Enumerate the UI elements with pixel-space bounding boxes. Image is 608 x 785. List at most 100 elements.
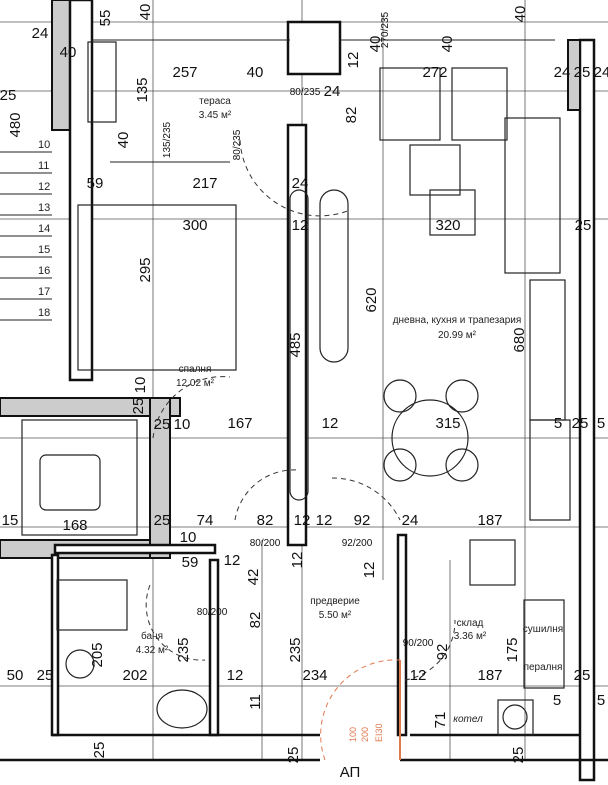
stove	[469, 539, 516, 586]
stair-step-number: 17	[38, 286, 50, 298]
bed	[77, 204, 237, 371]
dimension-label: 235	[175, 637, 192, 662]
dimension-label: 90/200	[403, 638, 434, 649]
dimension-label: 25	[285, 747, 302, 764]
dimension-label: 5	[554, 415, 562, 432]
room-name-bathroom: баня	[141, 630, 163, 642]
dimension-label: 40	[247, 64, 264, 81]
dimension-label: 25	[0, 87, 16, 104]
dimension-label: 92	[354, 512, 371, 529]
coffee-table	[409, 144, 461, 196]
stair-step-number: 10	[38, 139, 50, 151]
stair-step-number: 12	[38, 181, 50, 193]
dimension-label: 25	[572, 415, 589, 432]
boiler-label: котел	[453, 714, 483, 725]
dimension-label: 24	[554, 64, 571, 81]
dimension-label: 25	[37, 667, 54, 684]
dimension-label: 12	[410, 667, 427, 684]
dimension-label: 11	[247, 694, 264, 710]
dimension-label: 15	[2, 512, 19, 529]
room-name-bedroom: спалня	[179, 364, 212, 375]
dimension-label: 12	[345, 52, 362, 69]
dimension-label: 202	[122, 667, 147, 684]
dimension-label: 12	[316, 512, 333, 529]
door-width: 100	[348, 727, 358, 742]
dimension-label: 300	[182, 217, 207, 234]
furniture	[21, 67, 571, 761]
dimension-label: 315	[435, 415, 460, 432]
room-name-washer: пералня	[524, 662, 563, 673]
dimension-label: 620	[363, 287, 380, 312]
dimension-label: 12	[294, 512, 311, 529]
apartment-label: АП	[340, 764, 361, 781]
stair-step-number: 18	[38, 307, 50, 319]
dimension-label: 175	[504, 637, 521, 662]
dimension-label: 40	[367, 36, 384, 53]
dimension-label: 25	[154, 512, 171, 529]
dimension-label: 187	[477, 512, 502, 529]
dimension-label: 295	[137, 257, 154, 282]
dimension-label: 235	[287, 637, 304, 662]
stair-step-number: 14	[38, 223, 50, 235]
dimension-label: 24	[402, 512, 419, 529]
dimension-label: 55	[97, 10, 114, 27]
dimension-label: 40	[512, 6, 529, 23]
dimension-label: 12	[227, 667, 244, 684]
room-labels: тераса 3.45 м² спалня 12.02 м² дневна, к…	[136, 96, 563, 781]
dimension-label: 680	[511, 327, 528, 352]
room-area-terrace: 3.45 м²	[199, 110, 232, 121]
dimension-label: 82	[247, 612, 264, 629]
armchair	[451, 67, 508, 141]
door-rating: EI30	[374, 723, 384, 742]
dimension-label: 80/200	[197, 607, 228, 618]
entrance-door-spec: 100 200 EI30	[348, 723, 384, 742]
dimension-label: 485	[287, 332, 304, 357]
room-area-hallway: 5.50 м²	[319, 610, 352, 621]
dimension-label: 25	[574, 64, 591, 81]
sofa	[504, 117, 561, 274]
dimension-label: 80/235	[232, 129, 243, 160]
dimension-label: 25	[154, 416, 171, 433]
washing-machine	[497, 699, 534, 736]
dimension-label: 205	[89, 642, 106, 667]
room-area-bathroom: 4.32 м²	[136, 645, 169, 656]
wardrobe	[289, 189, 309, 501]
dimension-label: 12	[322, 415, 339, 432]
dimension-label: 40	[60, 44, 77, 61]
dimension-label: 12	[224, 552, 241, 569]
stair-step-number: 11	[38, 160, 49, 172]
dimension-label: 42	[245, 569, 262, 586]
dimension-label: 80/235	[290, 87, 321, 98]
dimension-label: 272	[422, 64, 447, 81]
room-name-hallway: предверие	[310, 596, 360, 607]
elevator	[21, 419, 138, 536]
dimension-label: 40	[115, 132, 132, 149]
dimension-label: 320	[435, 217, 460, 234]
room-area-storage: 3.36 м²	[454, 631, 487, 642]
dimension-label: 25	[575, 217, 592, 234]
room-area-bedroom: 12.02 м²	[176, 378, 215, 389]
room-name-storage: склад	[457, 618, 484, 629]
dimension-label: 12	[289, 552, 306, 569]
dimension-label: 480	[7, 112, 24, 137]
door-height: 200	[360, 727, 370, 742]
room-name-living: дневна, кухня и трапезария	[393, 315, 522, 326]
room-name-terrace: тераса	[199, 96, 231, 107]
dimension-label: 82	[257, 512, 274, 529]
dimension-label: 92/200	[342, 538, 373, 549]
dimension-label: 59	[87, 175, 104, 192]
dimension-label: 12	[292, 217, 309, 234]
dimension-label: 25	[130, 398, 147, 415]
dimension-label: 40	[137, 4, 154, 21]
dimension-label: 25	[574, 667, 591, 684]
dining-table	[391, 399, 469, 477]
kitchen-counter	[529, 279, 566, 421]
dimension-label: 24	[32, 25, 49, 42]
dimension-label: 257	[172, 64, 197, 81]
room-area-living: 20.99 м²	[438, 330, 477, 341]
dimension-label: 5	[597, 692, 605, 709]
dimension-label: 82	[343, 107, 360, 124]
